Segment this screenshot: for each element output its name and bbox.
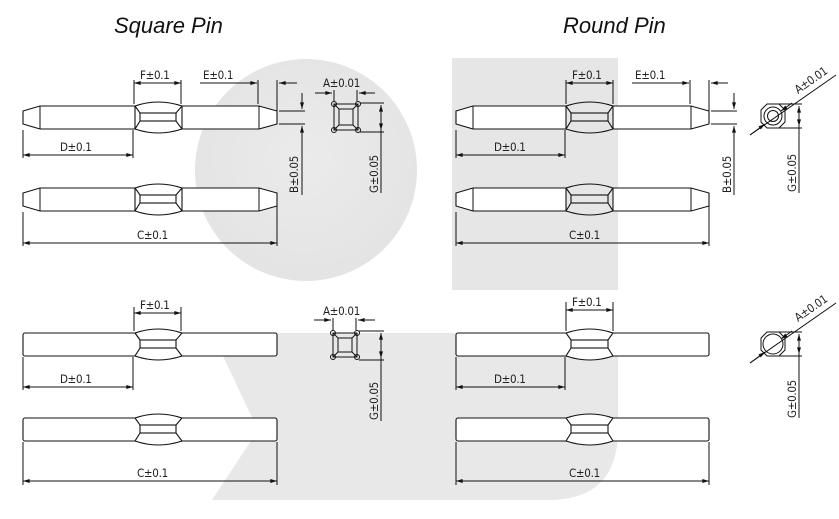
watermark-chevron bbox=[212, 333, 618, 500]
watermark-rect bbox=[452, 58, 618, 290]
dim-label-F: F±0.1 bbox=[140, 68, 170, 82]
dim-label-D: D±0.1 bbox=[60, 140, 92, 154]
dim-label-E: E±0.1 bbox=[635, 68, 665, 82]
dim-label-G: G±0.05 bbox=[785, 154, 799, 192]
dim-label-F: F±0.1 bbox=[572, 295, 602, 309]
dim-label-C: C±0.1 bbox=[137, 228, 168, 242]
square-cross-section bbox=[331, 101, 361, 133]
dim-label-D: D±0.1 bbox=[494, 372, 526, 386]
round-pin-title: Round Pin bbox=[563, 13, 666, 38]
dim-label-C: C±0.1 bbox=[569, 466, 600, 480]
pin-side-view bbox=[455, 328, 710, 361]
dim-label-A: A±0.01 bbox=[792, 64, 830, 97]
pin-side-view bbox=[22, 413, 278, 446]
pin-side-view bbox=[455, 413, 710, 446]
pin-side-view bbox=[22, 328, 278, 361]
dim-label-G: G±0.05 bbox=[367, 155, 381, 193]
dim-label-B: B±0.05 bbox=[720, 156, 734, 193]
pin-side-view bbox=[22, 101, 278, 134]
dim-label-A: A±0.01 bbox=[323, 76, 360, 90]
dim-label-D: D±0.1 bbox=[494, 140, 526, 154]
square-pin-title: Square Pin bbox=[114, 13, 223, 38]
dim-label-G: G±0.05 bbox=[785, 380, 799, 418]
dim-label-E: E±0.1 bbox=[203, 68, 233, 82]
pin-side-view bbox=[22, 183, 278, 216]
dim-label-A: A±0.01 bbox=[323, 304, 360, 318]
square-pin-flat: F±0.1 D±0.1 C±0.1 bbox=[22, 298, 384, 485]
pin-side-view bbox=[455, 101, 710, 134]
dim-label-A: A±0.01 bbox=[792, 292, 830, 325]
dim-label-C: C±0.1 bbox=[569, 228, 600, 242]
dim-label-F: F±0.1 bbox=[572, 68, 602, 82]
round-pin-flat: F±0.1 D±0.1 C±0.1 G±0.05 A±0.01 bbox=[455, 292, 837, 485]
square-cross-section bbox=[330, 330, 360, 360]
dim-label-B: B±0.05 bbox=[287, 156, 301, 193]
dim-label-C: C±0.1 bbox=[137, 466, 168, 480]
watermark-circle bbox=[195, 59, 417, 281]
round-pin-tapered: F±0.1 E±0.1 D±0.1 C±0.1 B±0.05 bbox=[455, 64, 837, 246]
dim-label-F: F±0.1 bbox=[140, 298, 170, 312]
dim-label-D: D±0.1 bbox=[60, 372, 92, 386]
square-pin-tapered: F±0.1 E±0.1 D±0.1 C±0.1 B±0.05 bbox=[22, 68, 384, 246]
pin-side-view bbox=[455, 183, 710, 216]
dim-label-G: G±0.05 bbox=[367, 382, 381, 420]
